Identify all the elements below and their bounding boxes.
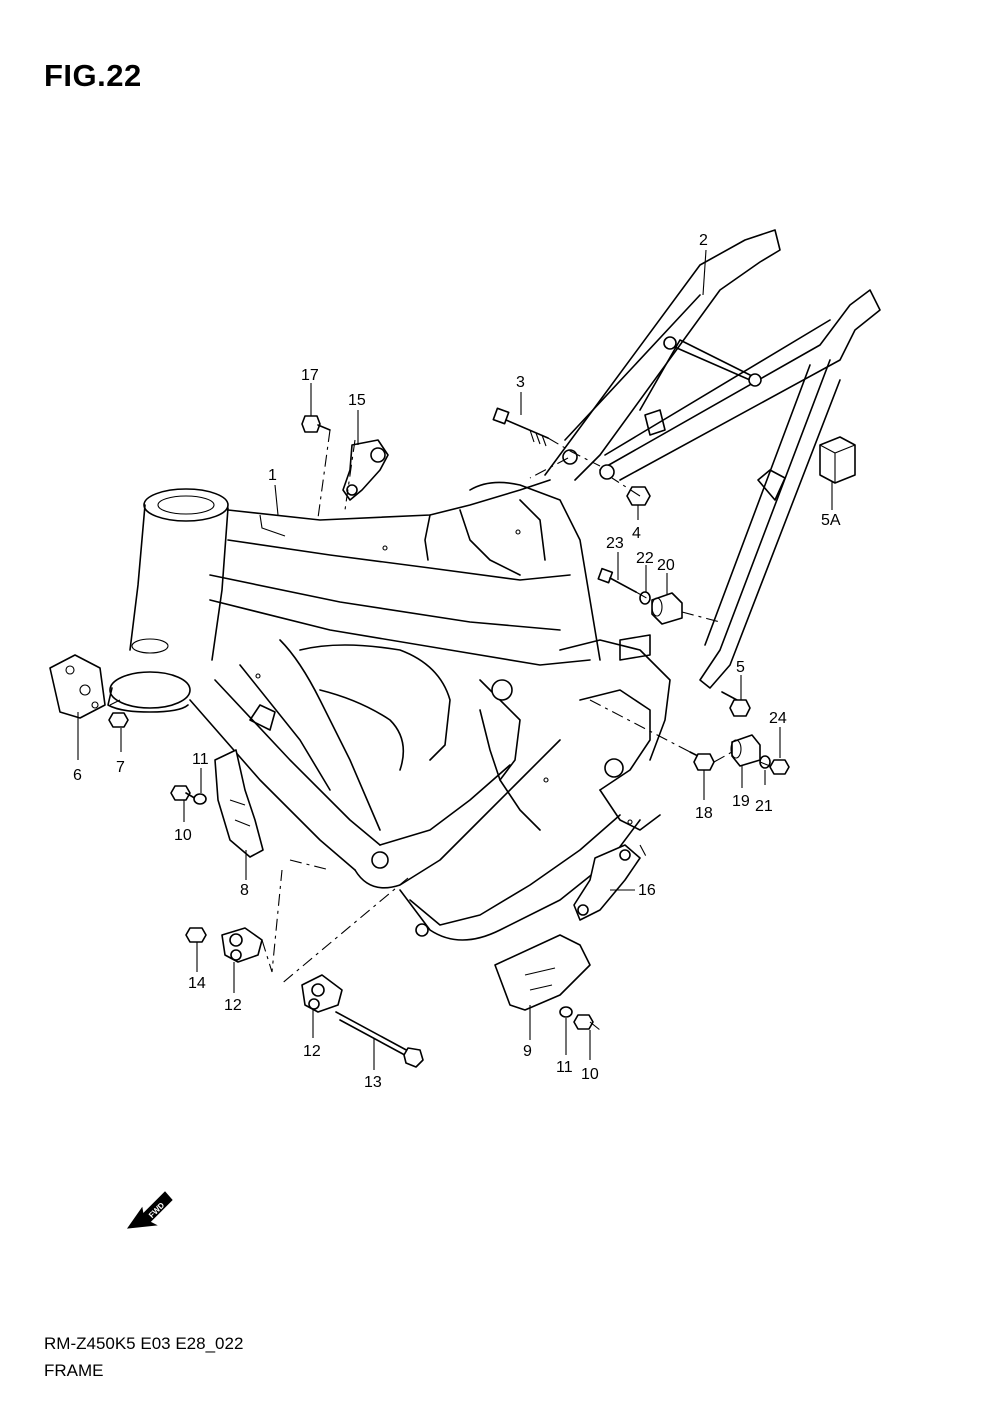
bolt-part-18[interactable] [689,751,715,771]
mount-part-12-lower[interactable] [301,974,343,1013]
leader-lines [77,249,833,1070]
callout-17: 17 [301,367,319,384]
callout-4: 4 [632,525,641,542]
callout-6: 6 [73,767,82,784]
bushing-part-19[interactable] [730,734,761,767]
nut-part-24[interactable] [769,759,790,775]
callout-9: 9 [523,1043,532,1060]
bolt-part-5[interactable] [721,691,751,717]
callout-12-a: 12 [224,997,242,1014]
callout-16: 16 [638,882,656,899]
washer-part-22[interactable] [639,591,651,605]
bolt-part-10-right[interactable] [573,1014,594,1030]
washer-part-11-right[interactable] [559,1006,573,1018]
callout-11-b: 11 [556,1059,573,1076]
callout-1: 1 [268,467,277,484]
callout-7: 7 [116,759,125,776]
pad-part-5a[interactable] [819,436,856,484]
long-bolt-part-13[interactable] [335,1011,424,1068]
assembly-lines [109,429,771,1031]
callout-15: 15 [348,392,366,409]
callout-5a: 5A [821,512,841,529]
callout-8: 8 [240,882,249,899]
bolt-part-7[interactable] [108,712,129,728]
callout-labels: 1 2 3 4 5 5A 6 7 8 9 10 10 11 11 12 12 1… [73,232,841,1091]
callout-2: 2 [699,232,708,249]
bushing-part-20[interactable] [651,592,683,625]
callout-24: 24 [769,710,787,727]
callout-11-a: 11 [192,751,209,768]
callout-5: 5 [736,659,745,676]
washer-part-21[interactable] [759,755,771,769]
bracket-part-16[interactable] [573,844,641,921]
callout-12-b: 12 [303,1043,321,1060]
bracket-part-15[interactable] [342,439,389,501]
callout-13: 13 [364,1074,382,1091]
callout-10-a: 10 [174,827,192,844]
figure-title: FIG.22 [44,58,142,93]
bolt-part-3[interactable] [492,407,549,447]
callout-21: 21 [755,798,773,815]
callout-3: 3 [516,374,525,391]
main-frame-part[interactable] [107,479,671,941]
callout-22: 22 [636,550,654,567]
skid-plate-part-9[interactable] [494,934,591,1011]
callout-14: 14 [188,975,206,992]
guard-part-8[interactable] [214,749,264,858]
bolt-part-17[interactable] [301,415,331,433]
bracket-part-6[interactable] [49,654,106,719]
nut-part-14[interactable] [185,927,207,943]
mount-part-12-upper[interactable] [221,927,263,963]
callout-20: 20 [657,557,675,574]
bolt-part-23[interactable] [597,567,637,593]
fwd-arrow-icon: FWD [126,1191,173,1229]
callout-10-b: 10 [581,1066,599,1083]
section-name: FRAME [44,1361,104,1380]
model-code: RM-Z450K5 E03 E28_022 [44,1334,244,1353]
rear-subframe-part[interactable] [544,229,881,689]
callout-19: 19 [732,793,750,810]
washer-part-11-left[interactable] [193,793,207,805]
callout-23: 23 [606,535,624,552]
callout-18: 18 [695,805,713,822]
